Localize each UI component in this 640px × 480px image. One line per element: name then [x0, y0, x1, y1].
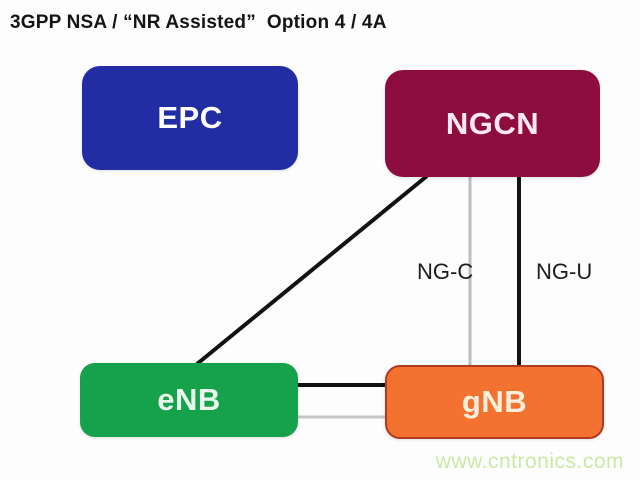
node-enb-label: eNB — [157, 382, 221, 417]
node-ngcn-label: NGCN — [445, 105, 540, 141]
node-gnb-label: gNB — [461, 384, 528, 419]
node-ngcn: NGCN — [385, 70, 600, 177]
node-gnb: gNB — [385, 365, 604, 439]
node-epc-label: EPC — [157, 100, 223, 135]
edge-ngcn-to-enb-line — [195, 174, 429, 366]
edge-ng-c-label: NG-C — [417, 259, 474, 284]
node-enb: eNB — [80, 363, 298, 437]
diagram-title: 3GPP NSA / “NR Assisted” Option 4 / 4A — [10, 12, 387, 33]
watermark: www.cntronics.com — [435, 450, 624, 473]
edge-ng-u-label: NG-U — [536, 259, 593, 284]
node-epc: EPC — [82, 66, 298, 170]
